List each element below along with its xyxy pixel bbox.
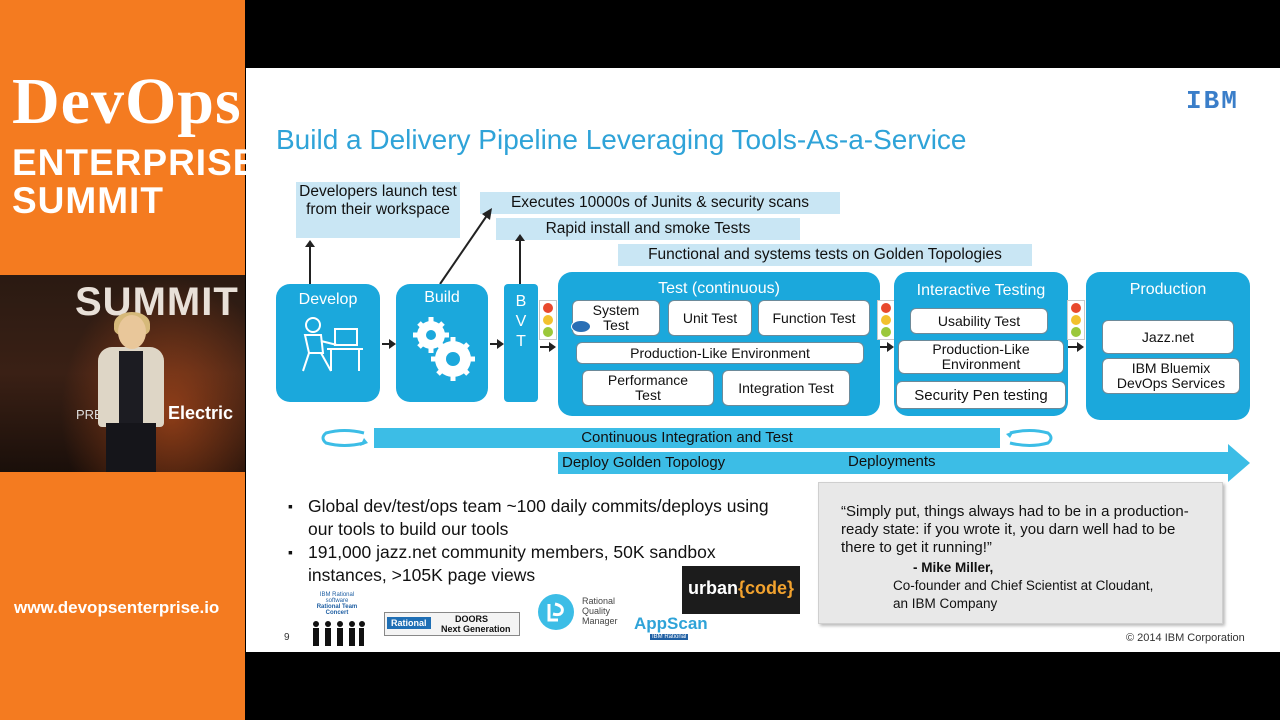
stage-test-label: Test (continuous) bbox=[658, 280, 780, 297]
deploy-golden-label: Deploy Golden Topology bbox=[562, 454, 726, 471]
stage-bvt: B V T bbox=[504, 284, 538, 402]
note-rapid: Rapid install and smoke Tests bbox=[496, 218, 800, 240]
quote-company: an IBM Company bbox=[893, 596, 998, 611]
bullet-list: Global dev/test/ops team ~100 daily comm… bbox=[288, 495, 788, 587]
bullet-item: Global dev/test/ops team ~100 daily comm… bbox=[288, 495, 788, 541]
urbancode-text-b: {code} bbox=[737, 578, 795, 598]
urbancode-logo: urban{code} bbox=[682, 566, 800, 614]
deploy-arrowhead-icon bbox=[1228, 444, 1250, 482]
team-people-icon bbox=[308, 618, 366, 652]
system-test-label: System Test bbox=[592, 302, 640, 333]
quote-author: - Mike Miller, bbox=[913, 560, 994, 575]
stage-bvt-label: B V T bbox=[515, 293, 527, 350]
ci-bar: Continuous Integration and Test bbox=[374, 428, 1000, 448]
prod-like-interactive-label: Production-Like Environment bbox=[932, 341, 1030, 372]
speaker-video: SUMMIT PRESE Electric bbox=[0, 275, 245, 472]
box-performance-test: Performance Test bbox=[582, 370, 714, 406]
doors-brand: Rational bbox=[387, 617, 431, 629]
arrow-build-diagonal bbox=[436, 208, 496, 288]
box-usability-test: Usability Test bbox=[910, 308, 1048, 334]
conference-sidebar: DevOps ENTERPRISE SUMMIT SUMMIT PRESE El… bbox=[0, 0, 257, 720]
ci-loop-left-icon bbox=[320, 428, 368, 448]
doors-logo: Rational DOORS Next Generation bbox=[384, 612, 520, 636]
stage-develop-label: Develop bbox=[298, 291, 358, 308]
copyright: © 2014 IBM Corporation bbox=[1126, 632, 1245, 644]
box-function-test: Function Test bbox=[758, 300, 870, 336]
traffic-light-interactive bbox=[1067, 300, 1085, 340]
arrow-test-interactive bbox=[880, 342, 894, 352]
doors-sub: Next Generation bbox=[441, 624, 511, 634]
rtc-logo-top: IBM Rational software bbox=[319, 592, 355, 604]
gears-icon bbox=[407, 311, 477, 383]
box-unit-test: Unit Test bbox=[668, 300, 752, 336]
developer-icon bbox=[291, 315, 365, 375]
rtc-logo-name: Rational Team Concert bbox=[316, 604, 358, 616]
box-bluemix: IBM Bluemix DevOps Services bbox=[1102, 358, 1240, 394]
quote-role: Co-founder and Chief Scientist at Clouda… bbox=[893, 578, 1154, 593]
presentation-slide: IBM Build a Delivery Pipeline Leveraging… bbox=[246, 68, 1280, 652]
note-functional: Functional and systems tests on Golden T… bbox=[618, 244, 1032, 266]
website-url[interactable]: www.devopsenterprise.io bbox=[14, 598, 220, 617]
stage-build: Build bbox=[396, 284, 488, 402]
stage-sign-electric: Electric bbox=[168, 403, 234, 423]
box-prod-like-interactive: Production-Like Environment bbox=[898, 340, 1064, 374]
box-jazz-net: Jazz.net bbox=[1102, 320, 1234, 354]
arrow-develop-up bbox=[305, 240, 315, 284]
stage-develop: Develop bbox=[276, 284, 380, 402]
page-number: 9 bbox=[284, 632, 290, 643]
performance-test-label: Performance Test bbox=[607, 372, 689, 403]
stage-interactive-label: Interactive Testing bbox=[916, 282, 1046, 299]
arrow-bvt-up bbox=[515, 234, 525, 284]
quote-text: “Simply put, things always had to be in … bbox=[841, 503, 1189, 556]
urbancode-text-a: urban bbox=[687, 578, 738, 598]
slide-title: Build a Delivery Pipeline Leveraging Too… bbox=[276, 124, 967, 155]
bullet-item: 191,000 jazz.net community members, 50K … bbox=[288, 541, 788, 587]
arrow-interactive-production bbox=[1068, 342, 1084, 352]
box-security-pen: Security Pen testing bbox=[896, 381, 1066, 409]
rtc-logo: IBM Rational software Rational Team Conc… bbox=[308, 592, 366, 646]
logo-summit: SUMMIT bbox=[12, 180, 164, 221]
box-system-test: System Test bbox=[572, 300, 660, 336]
arrow-develop-build bbox=[382, 339, 396, 349]
arrow-build-bvt bbox=[490, 339, 504, 349]
bluemix-label: IBM Bluemix DevOps Services bbox=[1116, 360, 1226, 391]
system-test-icon bbox=[571, 320, 591, 333]
note-developers: Developers launch test from their worksp… bbox=[296, 182, 460, 238]
rqm-logo-text: Rational Quality Manager bbox=[582, 596, 618, 626]
box-prod-like-test: Production-Like Environment bbox=[576, 342, 864, 364]
rqm-logo-icon bbox=[538, 594, 574, 630]
deployments-label: Deployments bbox=[848, 453, 936, 470]
ci-bar-label: Continuous Integration and Test bbox=[581, 429, 793, 446]
stage-sign: SUMMIT bbox=[75, 280, 239, 324]
box-integration-test: Integration Test bbox=[722, 370, 850, 406]
appscan-logo: AppScan bbox=[634, 614, 708, 633]
ibm-logo: IBM bbox=[1186, 86, 1239, 116]
quote-box: “Simply put, things always had to be in … bbox=[818, 482, 1223, 624]
ci-loop-right-icon bbox=[1006, 428, 1054, 448]
appscan-sub: IBM Rational bbox=[650, 634, 689, 640]
traffic-light-bvt bbox=[539, 300, 557, 340]
deploy-bar: Deploy Golden Topology Deployments bbox=[558, 452, 1228, 474]
stage-build-label: Build bbox=[424, 289, 460, 306]
arrow-bvt-test bbox=[540, 342, 556, 352]
logo-devops: DevOps bbox=[12, 65, 242, 138]
logo-enterprise: ENTERPRISE bbox=[12, 142, 259, 183]
doors-name: DOORS bbox=[455, 614, 489, 624]
speaker-figure bbox=[92, 312, 170, 472]
stage-production-label: Production bbox=[1129, 281, 1207, 298]
note-executes: Executes 10000s of Junits & security sca… bbox=[480, 192, 840, 214]
traffic-light-test bbox=[877, 300, 895, 340]
